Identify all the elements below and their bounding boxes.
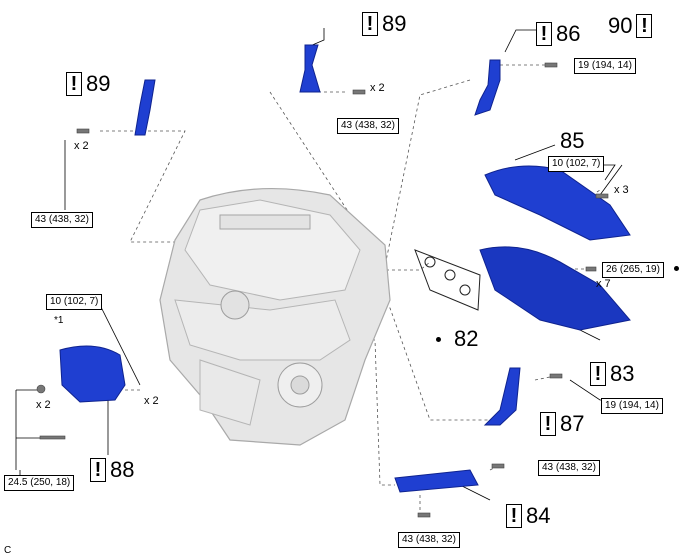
quantity-label: x 3 <box>614 184 629 196</box>
callout-84: ! 84 <box>506 504 550 528</box>
part-number: 90 <box>608 13 633 38</box>
callout-90: 90 ! <box>608 13 653 38</box>
exclamation-box-icon: ! <box>540 412 556 436</box>
part-89-left-bracket <box>134 79 156 136</box>
torque-spec: 43 (438, 32) <box>337 118 399 134</box>
part-number: 85 <box>560 128 585 153</box>
note-star1: *1 <box>54 315 64 326</box>
part-number: 83 <box>610 361 635 386</box>
callout-87: ! 87 <box>540 412 584 436</box>
part-number: 88 <box>110 457 135 482</box>
part-83-exhaust-manifold <box>479 246 631 331</box>
callout-83: ! 83 <box>590 362 634 386</box>
part-number: 84 <box>526 503 551 528</box>
torque-spec: 43 (438, 32) <box>398 532 460 548</box>
part-86-hose <box>474 59 501 116</box>
exclamation-box-icon: ! <box>66 72 82 96</box>
part-number: 82 <box>454 326 479 351</box>
exclamation-box-icon: ! <box>90 458 106 482</box>
callout-86: ! 86 <box>536 22 580 46</box>
part-number: 87 <box>560 411 585 436</box>
torque-spec: 19 (194, 14) <box>601 398 663 414</box>
torque-spec: 10 (102, 7) <box>46 294 103 310</box>
callout-85: 85 <box>560 130 584 152</box>
quantity-label: x 2 <box>36 399 51 411</box>
part-82-gasket <box>414 249 481 311</box>
part-88-compressor <box>59 345 126 403</box>
part-number: 89 <box>86 71 111 96</box>
bullet-dot <box>436 337 441 342</box>
exclamation-box-icon: ! <box>506 504 522 528</box>
part-number: 89 <box>382 11 407 36</box>
quantity-label: x 2 <box>144 395 159 407</box>
figure-code: C <box>4 545 12 556</box>
part-84-stay <box>394 469 479 493</box>
part-89-top-bracket <box>299 44 321 93</box>
part-85-heat-insulator <box>484 165 631 241</box>
quantity-label: x 2 <box>370 82 385 94</box>
callout-89-top: ! 89 <box>362 12 406 36</box>
torque-spec: 10 (102, 7) <box>548 156 605 172</box>
quantity-label: x 2 <box>74 140 89 152</box>
exclamation-box-icon: ! <box>536 22 552 46</box>
bullet-dot <box>674 266 679 271</box>
replacement-parts <box>59 44 631 493</box>
torque-spec: 26 (265, 19) <box>602 262 664 278</box>
exclamation-box-icon: ! <box>590 362 606 386</box>
torque-spec: 19 (194, 14) <box>574 58 636 74</box>
torque-spec: 24.5 (250, 18) <box>4 475 75 491</box>
part-87-pipe <box>483 367 521 426</box>
callout-82: 82 <box>454 328 478 350</box>
exclamation-box-icon: ! <box>362 12 378 36</box>
bolts <box>36 62 609 518</box>
torque-spec: 43 (438, 32) <box>31 212 93 228</box>
engine-assembly <box>159 187 391 446</box>
part-number: 86 <box>556 21 581 46</box>
torque-spec: 43 (438, 32) <box>538 460 600 476</box>
exclamation-box-icon: ! <box>636 14 653 38</box>
callout-89-left: ! 89 <box>66 72 110 96</box>
callout-88: ! 88 <box>90 458 134 482</box>
quantity-label: x 7 <box>596 278 611 290</box>
